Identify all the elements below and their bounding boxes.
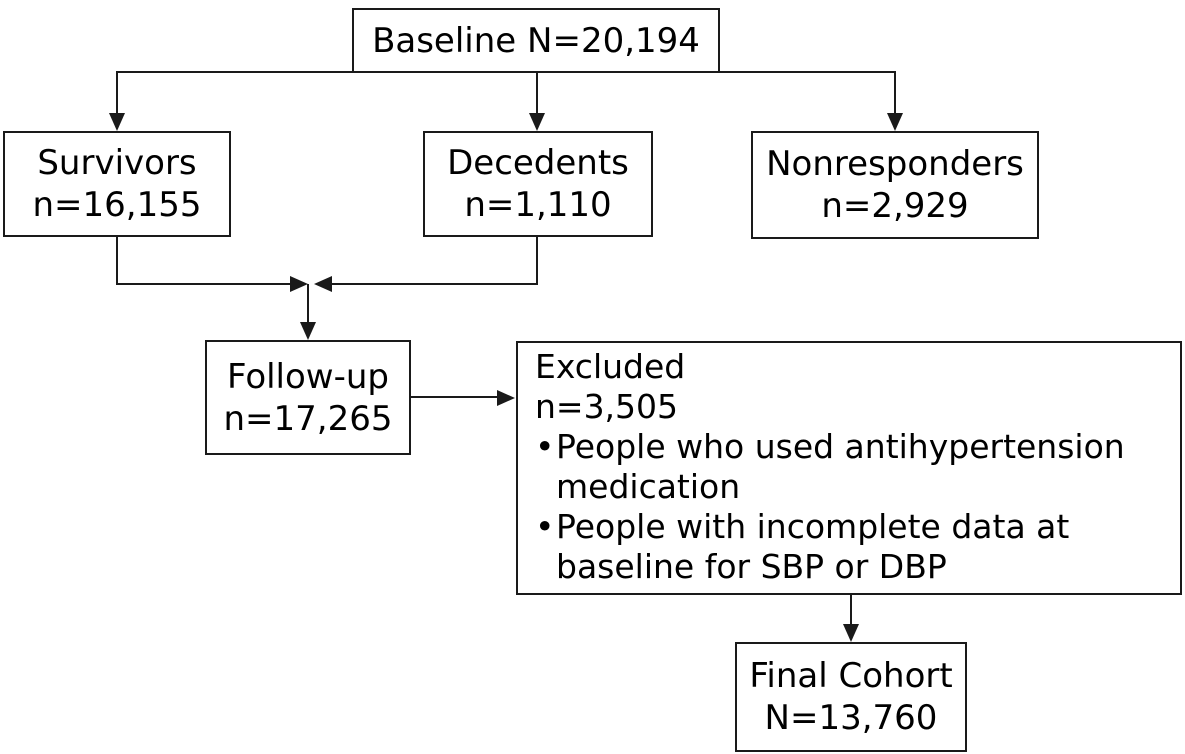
node-final-cohort: Final Cohort N=13,760 (735, 642, 967, 752)
connector-drop-nonresponders (894, 71, 896, 115)
connector-decedents-down (536, 236, 538, 285)
node-excluded: Excluded n=3,505 • People who used antih… (516, 341, 1182, 595)
excluded-bullet-item: • People with incomplete data at baselin… (526, 507, 1172, 587)
node-nonresponders: Nonresponders n=2,929 (751, 131, 1039, 239)
node-final-cohort-label: Final Cohort (749, 656, 953, 696)
connector-merge-left (116, 283, 292, 285)
bullet-icon: • (535, 507, 555, 546)
node-decedents-label: Decedents (447, 143, 629, 183)
node-decedents: Decedents n=1,110 (423, 131, 653, 237)
arrowhead-into-survivors (109, 113, 125, 131)
connector-excluded-final (850, 594, 852, 626)
node-baseline: Baseline N=20,194 (352, 8, 720, 73)
node-survivors: Survivors n=16,155 (3, 131, 231, 237)
connector-drop-survivors (116, 71, 118, 115)
excluded-bullet-text-2: People with incomplete data at baseline … (556, 507, 1070, 586)
node-survivors-label: Survivors (37, 143, 197, 183)
node-followup-count: n=17,265 (223, 398, 393, 439)
excluded-bullet-item: • People who used antihypertension medic… (526, 427, 1172, 507)
connector-drop-decedents (536, 71, 538, 115)
arrowhead-merge-from-right (314, 276, 332, 292)
arrowhead-into-decedents (529, 113, 545, 131)
node-nonresponders-label: Nonresponders (766, 144, 1024, 184)
node-survivors-count: n=16,155 (32, 185, 202, 225)
node-nonresponders-count: n=2,929 (821, 186, 969, 226)
arrowhead-into-nonresponders (887, 113, 903, 131)
arrowhead-into-followup (300, 322, 316, 340)
connector-merge-right (330, 283, 538, 285)
bullet-icon: • (535, 427, 555, 466)
arrowhead-into-excluded (497, 390, 515, 406)
node-baseline-label: Baseline N=20,194 (372, 20, 700, 61)
connector-merge-down (307, 284, 309, 324)
node-followup-label: Follow-up (226, 356, 390, 397)
node-excluded-label: Excluded (535, 347, 686, 386)
connector-followup-excluded (409, 396, 499, 398)
node-final-cohort-count: N=13,760 (764, 698, 938, 738)
node-followup: Follow-up n=17,265 (205, 340, 411, 455)
excluded-bullet-text-1: People who used antihypertension medicat… (556, 427, 1125, 506)
connector-survivors-down (116, 236, 118, 285)
arrowhead-into-final-cohort (843, 624, 859, 642)
node-decedents-count: n=1,110 (464, 185, 612, 225)
arrowhead-merge-from-left (290, 276, 308, 292)
node-excluded-count: n=3,505 (535, 387, 679, 426)
